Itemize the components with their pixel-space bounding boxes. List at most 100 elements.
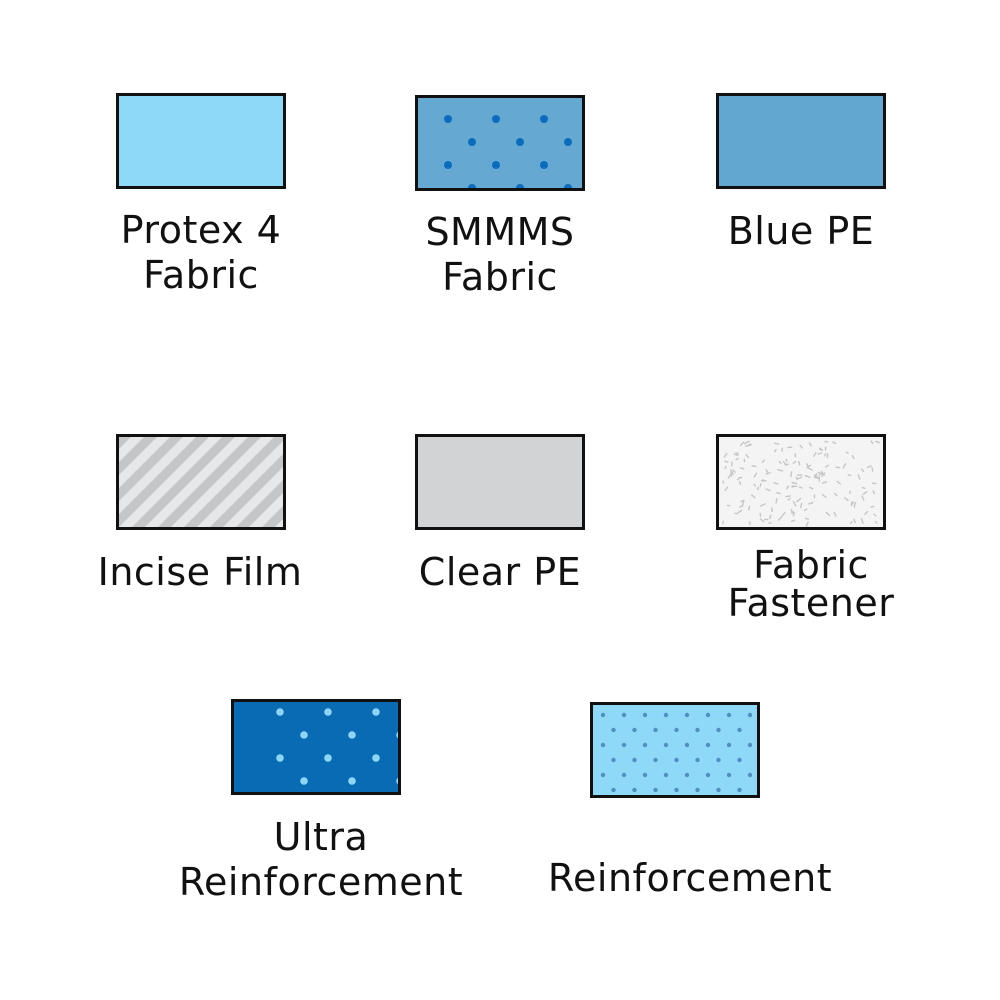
- reinforcement-dot: [684, 742, 690, 748]
- fastener-dash: [777, 515, 783, 521]
- reinforcement-dot: [716, 757, 721, 763]
- smmms-dot: [540, 115, 548, 123]
- ultra-dot: [276, 754, 284, 762]
- protex-4-fabric-fill: [119, 96, 283, 186]
- fastener-dash: [750, 494, 756, 499]
- fastener-dash: [765, 488, 771, 492]
- reinforcement-dot: [705, 712, 711, 718]
- reinforcement-dot: [611, 787, 616, 793]
- fastener-dash: [849, 521, 853, 525]
- fastener-dash: [833, 511, 837, 517]
- fastener-dash: [842, 463, 847, 469]
- fastener-dash: [739, 505, 744, 508]
- fastener-dash: [820, 470, 825, 476]
- fastener-dash: [851, 454, 855, 460]
- incise-stripe: [223, 467, 283, 527]
- reinforcement-dot: [684, 772, 690, 778]
- reinforcement-dot: [695, 757, 700, 763]
- fastener-dash: [795, 476, 798, 481]
- protex-4-fabric-swatch: [116, 93, 286, 189]
- fastener-dash: [804, 517, 810, 520]
- reinforcement-dot: [674, 757, 679, 763]
- incise-film-fill: [119, 437, 283, 527]
- incise-stripe: [119, 437, 170, 488]
- reinforcement-dot: [747, 742, 753, 748]
- fastener-dash: [825, 511, 831, 517]
- fastener-dash: [753, 483, 757, 487]
- fastener-dash: [748, 443, 752, 446]
- reinforcement-dot: [642, 712, 648, 718]
- fastener-dash: [785, 458, 788, 462]
- ultra-dot: [300, 777, 308, 785]
- incise-stripe: [249, 493, 283, 527]
- fastener-dash: [860, 518, 864, 524]
- smmms-dot-pattern: [444, 115, 572, 188]
- incise-stripe: [171, 437, 274, 527]
- reinforcement-dot-pattern: [600, 712, 753, 793]
- fastener-dash: [739, 441, 745, 447]
- fastener-dash: [845, 451, 849, 454]
- smmms-dot: [516, 138, 524, 146]
- fastener-dash: [790, 471, 793, 478]
- ultra-dot: [276, 708, 284, 716]
- reinforcement-dot: [695, 787, 700, 793]
- fastener-dash: [860, 468, 865, 472]
- fastener-dash: [790, 509, 793, 514]
- fastener-dash: [727, 474, 732, 479]
- reinforcement-dot: [726, 742, 732, 748]
- fastener-dash: [857, 474, 861, 480]
- smmms-dot: [492, 161, 500, 169]
- reinforcement-dot: [695, 727, 700, 733]
- reinforcement-dot: [621, 712, 627, 718]
- smmms-dot: [564, 138, 572, 146]
- incise-stripe: [119, 437, 196, 514]
- fastener-dash: [765, 471, 771, 475]
- fastener-dash: [769, 514, 772, 520]
- fastener-dash: [805, 521, 809, 527]
- smmms-dot: [564, 184, 572, 188]
- fastener-dash: [872, 490, 876, 495]
- reinforcement-dot: [663, 712, 669, 718]
- fastener-dash: [798, 486, 803, 489]
- fastener-dash: [721, 520, 725, 525]
- fastener-dash: [826, 453, 829, 459]
- fastener-dash: [804, 474, 811, 478]
- reinforcement-swatch: [590, 702, 760, 798]
- fastener-dash: [870, 505, 875, 508]
- fastener-dash: [759, 518, 765, 523]
- fastener-dash: [821, 481, 827, 484]
- fastener-dash: [813, 476, 820, 480]
- fastener-dash-pattern: [721, 440, 881, 527]
- ultra-dot: [324, 754, 332, 762]
- fastener-dash: [773, 448, 777, 453]
- reinforcement-dot: [653, 757, 658, 763]
- smmms-dot: [492, 115, 500, 123]
- fastener-dash: [809, 486, 814, 490]
- fastener-dash: [853, 518, 856, 524]
- reinforcement-dot: [716, 787, 721, 793]
- fastener-dash: [824, 464, 829, 468]
- smmms-fabric-label: SMMMS Fabric: [425, 210, 575, 299]
- fastener-dash: [733, 453, 739, 456]
- reinforcement-dot: [705, 772, 711, 778]
- fastener-dash: [781, 511, 786, 517]
- fastener-dash: [732, 469, 736, 473]
- fastener-dash: [864, 510, 869, 516]
- smmms-dot: [516, 184, 524, 188]
- fastener-dash: [724, 486, 729, 492]
- fastener-dash: [797, 460, 801, 466]
- smmms-fabric-swatch: [415, 95, 585, 191]
- incise-film-label: Incise Film: [97, 550, 303, 594]
- fastener-dash: [737, 509, 743, 514]
- reinforcement-dot: [621, 742, 627, 748]
- fastener-dash: [773, 442, 780, 445]
- fastener-dash: [760, 503, 766, 507]
- fastener-dash: [778, 460, 782, 464]
- reinforcement-dot: [600, 742, 606, 748]
- reinforcement-dot: [726, 772, 732, 778]
- smmms-dot: [468, 138, 476, 146]
- fastener-dash: [799, 502, 803, 509]
- fastener-dash: [843, 497, 849, 501]
- blue-pe-label: Blue PE: [727, 209, 875, 253]
- fastener-dash: [796, 497, 802, 503]
